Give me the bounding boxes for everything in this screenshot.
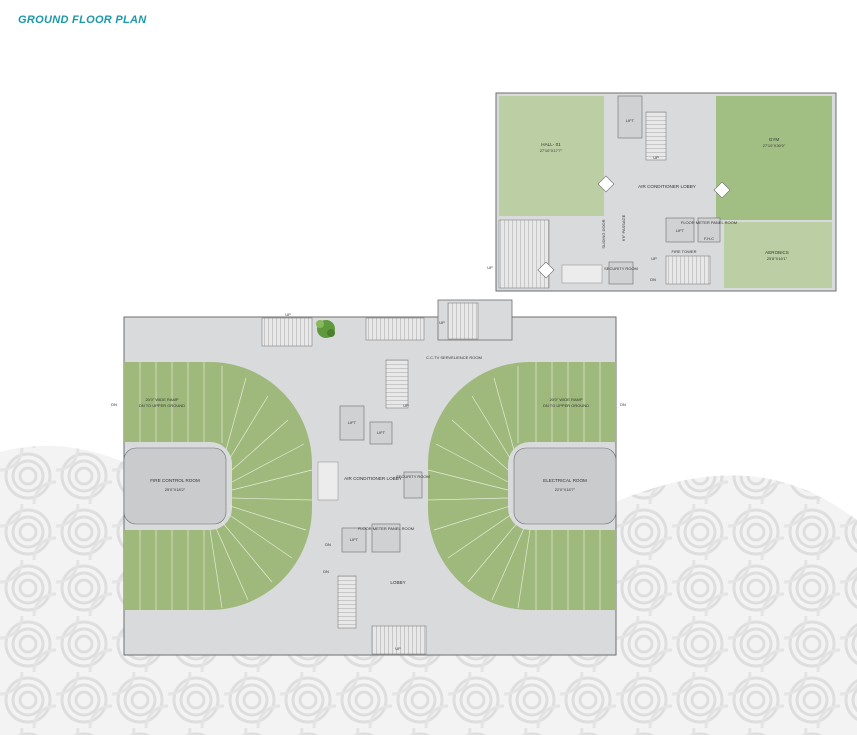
- ac-lobby-label-upper: AIR CONDITIONER LOBBY: [638, 184, 696, 189]
- security-room-label-main: SECURITY ROOM: [396, 474, 430, 479]
- floor-meter-label-upper: FLOOR METER PANEL ROOM: [681, 220, 737, 225]
- sliding-door-label: SLIDING DOOR: [601, 219, 606, 248]
- up-left-label: UP: [487, 265, 493, 270]
- hall-01-size: 27'10"X17'7": [540, 148, 563, 153]
- ramp-right-lines: [427, 362, 601, 610]
- stair-up-label: UP: [653, 155, 659, 160]
- floor-meter-room-main: [371, 523, 401, 553]
- lift-c-label: LIFT: [350, 537, 359, 542]
- floor-meter-room-upper: [697, 217, 721, 243]
- aerobics-label: AEROBICS: [765, 250, 789, 255]
- lift-b: [369, 421, 393, 445]
- ac-lobby-label-main: AIR CONDITIONER LOBBY: [344, 476, 402, 481]
- electrical-size: 22'0"X18'7": [555, 487, 576, 492]
- ramp-left-line1: 20'0" WIDE RAMP: [145, 397, 178, 402]
- electrical-label: ELECTRICAL ROOM: [543, 478, 587, 483]
- fire-control-room: [123, 447, 227, 525]
- fire-tower-label: FIRE TOWER: [672, 249, 697, 254]
- fire-control-label: FIRE CONTROL ROOM: [150, 478, 200, 483]
- dn-core-label: DN: [325, 542, 331, 547]
- gym-label: GYM: [769, 137, 780, 142]
- lift-top-label: LIFT: [626, 118, 635, 123]
- main-wing: UP 20'0" WIDE RAMP DN TO UPPER GROUND DN…: [111, 299, 626, 656]
- lift-top: [617, 95, 643, 139]
- up-connector-label: UP: [439, 320, 445, 325]
- dn-left-label: DN: [111, 402, 117, 407]
- up-mid-label: UP: [651, 256, 657, 261]
- ramp-left-lines: [139, 362, 313, 610]
- fire-tower-stair: [665, 255, 711, 285]
- security-room-main: [403, 471, 423, 499]
- gym-room: [716, 96, 832, 220]
- lift-a: [339, 405, 365, 441]
- stair-top-main: [261, 317, 313, 347]
- ramp-right-line1: 20'0" WIDE RAMP: [549, 397, 582, 402]
- ramp-left: [124, 362, 312, 610]
- ramp-left-line2: DN TO UPPER GROUND: [139, 403, 185, 408]
- fhc-label: F.H.C: [704, 236, 714, 241]
- stair-core: [385, 359, 409, 409]
- lift-a-label: LIFT: [348, 420, 357, 425]
- dn-right-label: DN: [620, 402, 626, 407]
- lift-c: [341, 527, 367, 553]
- security-room-upper: [608, 261, 634, 285]
- passage-label: 6'6" PASSAGE: [621, 214, 626, 241]
- stair-left-upper: [498, 219, 550, 289]
- up-top-label: UP: [285, 312, 291, 317]
- up-bottom-label: UP: [395, 646, 401, 651]
- lift-mid-label: LIFT: [676, 228, 685, 233]
- stair-core-top: [365, 317, 425, 341]
- security-room-label-upper: SECURITY ROOM: [604, 266, 638, 271]
- gym-size: 27'10"X30'0": [763, 143, 786, 148]
- floor-meter-label-main: FLOOR METER PANEL ROOM: [358, 526, 414, 531]
- up-core-label: UP: [403, 403, 409, 408]
- page-title: GROUND FLOOR PLAN: [18, 14, 147, 26]
- hall-01-room: [499, 96, 604, 216]
- fire-control-size: 25'0"X18'2": [165, 487, 186, 492]
- lift-mid: [665, 217, 695, 243]
- ramp-right-line2: DN TO UPPER GROUND: [543, 403, 589, 408]
- hall-01-label: HALL- 01: [541, 142, 561, 147]
- lift-b-label: LIFT: [377, 430, 386, 435]
- ramp-right: [428, 362, 616, 610]
- aerobics-room: [724, 222, 832, 288]
- lobby-label: LOBBY: [390, 580, 405, 585]
- dn-upper-label: DN: [650, 277, 656, 282]
- cctv-label: C.C.TV SERVELIENCE ROOM: [426, 355, 482, 360]
- stair-lower: [337, 575, 357, 629]
- electrical-room: [513, 447, 617, 525]
- aerobics-size: 25'8"X16'1": [767, 256, 788, 261]
- stair-bottom: [371, 625, 427, 655]
- upper-wing: HALL- 01 27'10"X17'7" GYM 27'10"X30'0" A…: [487, 92, 837, 292]
- connector-stair: [447, 302, 479, 340]
- stair-top: [645, 111, 667, 161]
- dn-lower-label: DN: [323, 569, 329, 574]
